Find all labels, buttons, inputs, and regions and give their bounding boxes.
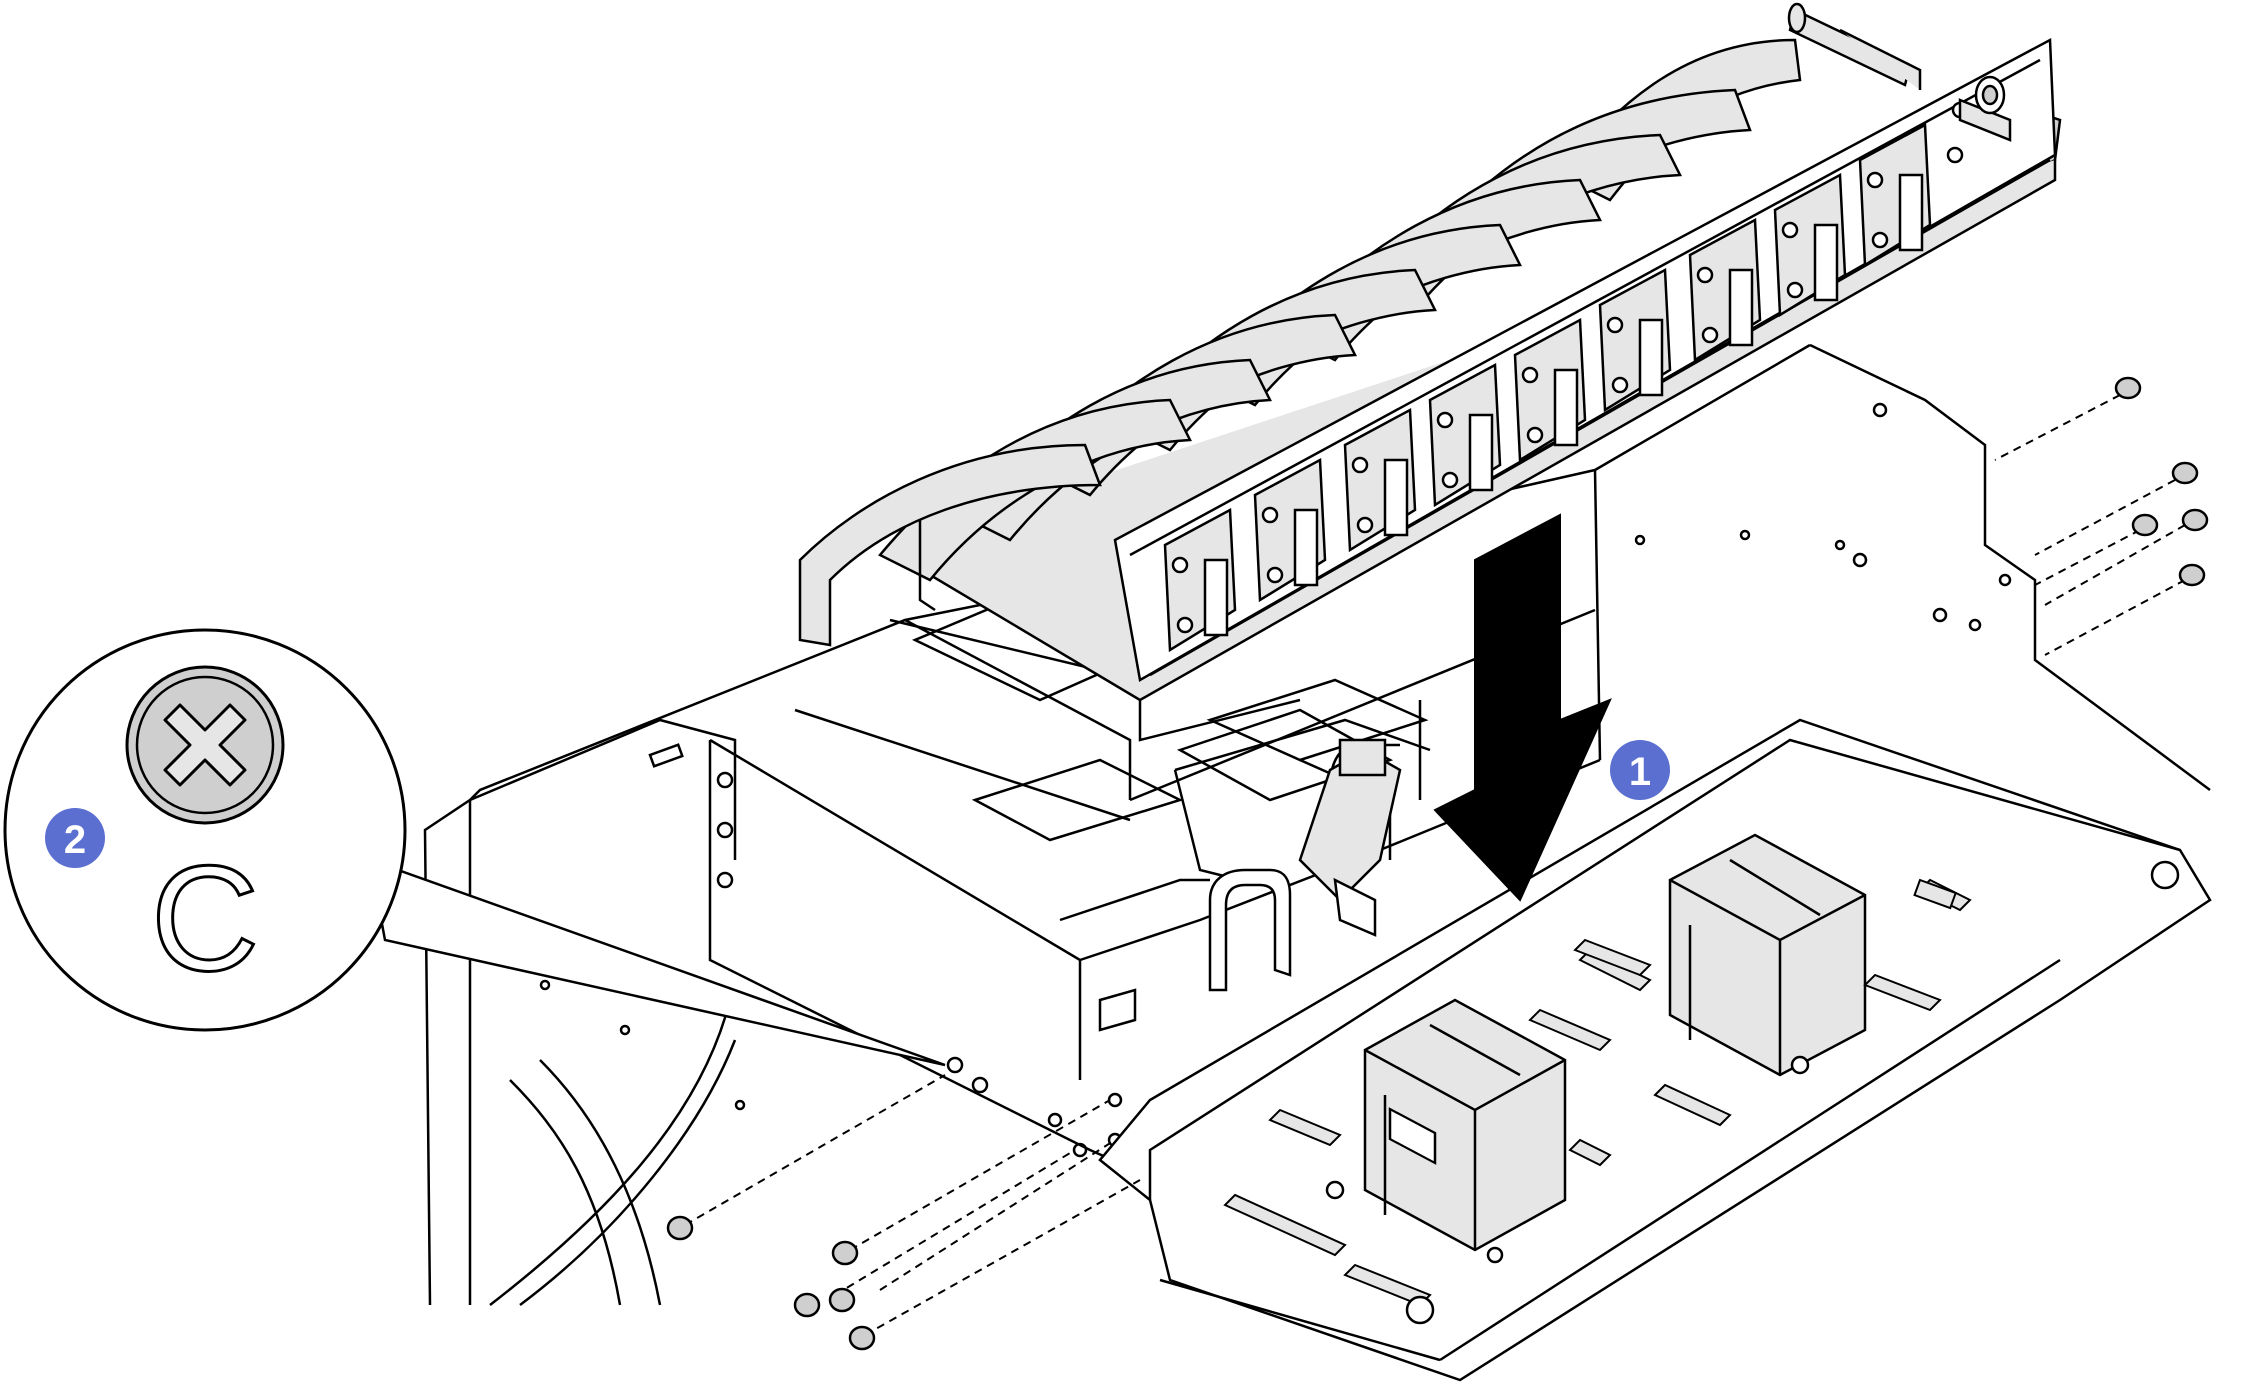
arc-cables bbox=[798, 38, 1802, 647]
heatsink-left bbox=[1363, 998, 1567, 1252]
assembly-back-rail bbox=[1787, 2, 1922, 90]
screw-icon bbox=[2178, 563, 2206, 587]
chassis-rear-panel bbox=[1594, 343, 2211, 792]
phillips-screw-head-icon bbox=[125, 665, 285, 825]
cable-assembly bbox=[798, 2, 2062, 702]
down-arrow-icon bbox=[1433, 513, 1612, 902]
rear-screws bbox=[1994, 376, 2209, 656]
screw-icon bbox=[828, 1287, 856, 1313]
heatsink-right bbox=[1668, 833, 1867, 1077]
step-2-callout: 2 bbox=[45, 808, 105, 868]
screwdriver-c-icon: C bbox=[151, 834, 259, 1002]
middle-cage bbox=[889, 618, 1431, 1032]
chassis-left-wall bbox=[423, 718, 737, 1306]
tray-screws bbox=[1325, 860, 2180, 1325]
screw-icon bbox=[2114, 376, 2142, 400]
front-screws bbox=[666, 1074, 1141, 1351]
memory-slots bbox=[1223, 878, 1972, 1307]
step-2-number: 2 bbox=[64, 818, 86, 862]
screw-icon bbox=[848, 1325, 876, 1351]
cable-guide-u bbox=[1208, 868, 1292, 992]
screw-icon bbox=[666, 1215, 694, 1241]
connector-panel bbox=[1113, 37, 2057, 682]
screw-icon bbox=[2131, 513, 2159, 537]
release-latch bbox=[1298, 738, 1402, 937]
screw-icon bbox=[2181, 508, 2209, 532]
magnifier-callout: C bbox=[3, 628, 946, 1067]
screw-icon bbox=[793, 1292, 821, 1318]
screw-icon bbox=[2171, 461, 2199, 485]
step-1-callout: 1 bbox=[1610, 740, 1670, 800]
motherboard-tray bbox=[1098, 718, 2212, 1382]
step-1-number: 1 bbox=[1629, 750, 1651, 794]
screw-icon bbox=[831, 1240, 859, 1266]
